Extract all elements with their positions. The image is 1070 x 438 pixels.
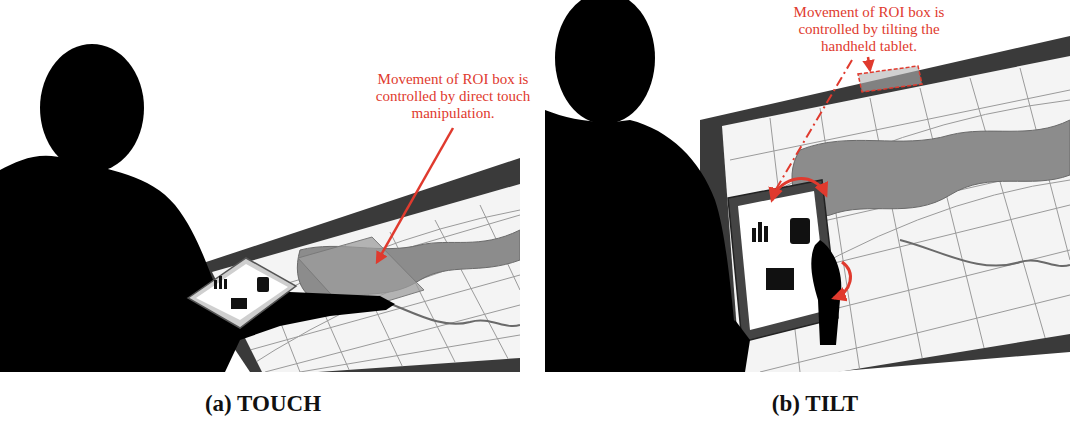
callout-note: Movement of ROI box is controlled by til… <box>773 4 965 55</box>
image-icon <box>766 268 794 290</box>
document-icon <box>257 277 269 292</box>
tilt-arrow <box>834 262 850 298</box>
callout-arrow <box>868 57 870 70</box>
app-icons <box>752 218 810 290</box>
bar-icon <box>752 228 756 242</box>
bar-icon <box>219 276 222 289</box>
tablet <box>188 258 296 328</box>
person-head <box>40 44 144 172</box>
link-arrow <box>772 60 852 196</box>
roi-box <box>858 66 922 92</box>
bar-icon <box>224 279 227 289</box>
image-icon <box>231 298 247 309</box>
panel-caption: (a) TOUCH <box>143 390 383 418</box>
person-body <box>0 156 395 372</box>
app-icons <box>214 276 269 309</box>
document-icon <box>790 218 810 244</box>
bar-icon <box>758 222 762 242</box>
map-grid <box>215 205 520 372</box>
person-head <box>555 0 655 124</box>
map-surface <box>722 56 1070 372</box>
tilt-panel <box>545 0 1070 372</box>
table-frame <box>700 36 1070 372</box>
person-hand <box>811 240 841 345</box>
panel-caption: (b) TILT <box>695 390 935 418</box>
coastline <box>380 300 520 326</box>
grid-line <box>260 205 520 372</box>
bar-icon <box>764 226 768 242</box>
person-hand <box>700 320 750 372</box>
bar-icon <box>214 280 217 289</box>
map-surface <box>212 184 520 372</box>
tablet-screen <box>196 264 288 320</box>
callout-arrow <box>377 128 453 262</box>
callout-note: Movement of ROI box is controlled by dir… <box>358 71 548 122</box>
coastline <box>900 240 1070 266</box>
land-mass <box>792 120 1070 216</box>
person-body <box>545 110 745 372</box>
